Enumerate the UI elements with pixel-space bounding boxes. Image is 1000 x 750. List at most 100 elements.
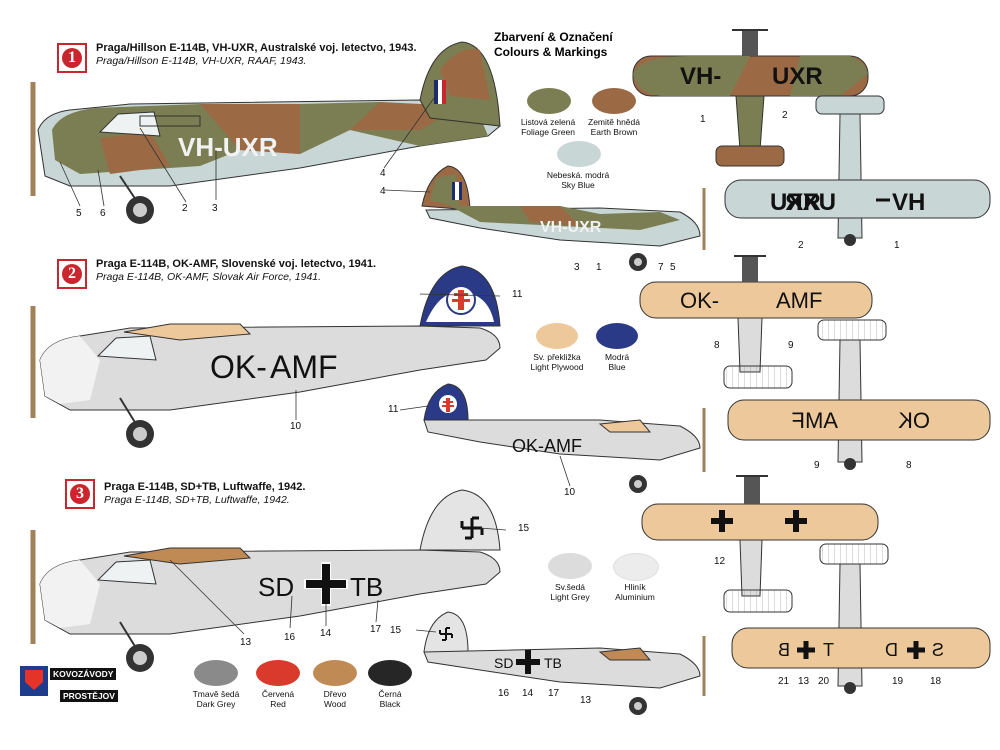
callout-13b: 13 (580, 695, 592, 706)
callout-8: 8 (714, 340, 720, 351)
scheme2-bottom-view: AMF OK (727, 319, 991, 470)
svg-text:UXR: UXR (772, 63, 823, 90)
scheme1-top-view: VH- UXR (632, 29, 869, 167)
scheme1-header: Praga/Hillson E-114B, VH-UXR, Australské… (96, 42, 417, 68)
callout-14: 14 (320, 628, 332, 639)
callout-15b: 15 (390, 625, 402, 636)
svg-text:UXR: UXR (785, 189, 836, 216)
callout-5: 5 (76, 208, 82, 219)
callout-leaders (59, 97, 571, 635)
logo-text-line1: KOVOZÁVODY (50, 668, 117, 680)
scheme3-subtitle: Praga E-114B, SD+TB, Luftwaffe, 1942. (104, 494, 290, 506)
callout-17: 17 (370, 624, 382, 635)
callout-19: 19 (892, 676, 904, 687)
legend-title: Zbarvení & Označení Colours & Markings (494, 30, 613, 60)
svg-text:OK-: OK- (210, 349, 267, 385)
svg-text:VH-UXR: VH-UXR (178, 132, 278, 162)
callout-10: 10 (290, 421, 302, 432)
scheme1-side-view-small: VH-UXR (421, 165, 706, 271)
callout-11: 11 (512, 289, 523, 300)
scheme1-subtitle: Praga/Hillson E-114B, VH-UXR, RAAF, 1943… (96, 55, 307, 67)
swatch-light-plywood (536, 323, 578, 349)
svg-text:TB: TB (350, 572, 383, 602)
callout-4: 4 (380, 168, 386, 179)
callout-7: 7 (658, 262, 664, 273)
scheme3-number-badge: 3 (65, 479, 95, 509)
scheme3-side-view-small: SD TB (423, 611, 706, 715)
svg-text:SD: SD (258, 572, 294, 602)
svg-text:VH-: VH- (680, 63, 721, 90)
callout-12: 12 (714, 556, 726, 567)
svg-text:T: T (823, 640, 834, 660)
callout-18: 18 (930, 676, 942, 687)
legend-title-en: Colours & Markings (494, 45, 608, 59)
svg-text:OK: OK (898, 408, 930, 433)
swatch-blue (596, 323, 638, 349)
swatch-earth-brown (592, 88, 636, 114)
swatch-aluminium (613, 553, 659, 581)
scheme2-subtitle: Praga E-114B, OK-AMF, Slovak Air Force, … (96, 271, 322, 283)
svg-text:OK-AMF: OK-AMF (512, 436, 582, 456)
callout-10b: 10 (564, 487, 576, 498)
callout-20: 20 (818, 676, 830, 687)
callout-21: 21 (778, 676, 790, 687)
svg-text:UXR: UXR (770, 189, 821, 216)
svg-text:SD: SD (494, 655, 513, 671)
callout-13: 13 (240, 637, 252, 648)
scheme1-number-badge: 1 (57, 43, 87, 73)
swatch-dark-grey (194, 660, 238, 686)
callout-16: 16 (284, 632, 296, 643)
swatch-sky-blue (557, 141, 601, 167)
callout-6: 6 (100, 208, 106, 219)
svg-text:VH: VH (892, 189, 925, 216)
scheme3-side-view: SD TB (30, 489, 501, 672)
scheme2-header: Praga E-114B, OK-AMF, Slovenské voj. let… (96, 258, 376, 284)
callout-8b: 8 (906, 460, 912, 471)
callout-14b: 14 (522, 688, 534, 699)
svg-text:AMF: AMF (270, 349, 338, 385)
callout-2: 2 (182, 203, 188, 214)
callout-9: 9 (788, 340, 794, 351)
swatch-red (256, 660, 300, 686)
svg-text:TB: TB (544, 655, 562, 671)
callout-1: 1 (700, 114, 706, 125)
svg-text:VH-UXR: VH-UXR (540, 219, 602, 236)
scheme1-title: Praga/Hillson E-114B, VH-UXR, Australské… (96, 42, 417, 54)
scheme3-title: Praga E-114B, SD+TB, Luftwaffe, 1942. (104, 481, 306, 493)
scheme2-number-badge: 2 (57, 259, 87, 289)
svg-text:AMF: AMF (792, 408, 838, 433)
callout-16b: 16 (498, 688, 510, 699)
callout-5b: 5 (670, 262, 676, 273)
logo-text-line2: PROSTĚJOV (60, 690, 118, 702)
swatch-wood (313, 660, 357, 686)
callout-9b: 9 (814, 460, 820, 471)
callout-15: 15 (518, 523, 530, 534)
scheme2-side-view: OK- AMF (30, 265, 501, 448)
scheme2-top-view: OK- AMF (639, 255, 873, 389)
swatch-foliage-green (527, 88, 571, 114)
callout-4b: 4 (380, 186, 386, 197)
logo-shield-icon (20, 666, 48, 696)
callout-11b: 11 (388, 404, 399, 415)
scheme2-title: Praga E-114B, OK-AMF, Slovenské voj. let… (96, 258, 377, 270)
svg-text:OK-: OK- (680, 288, 719, 313)
scheme3-header: Praga E-114B, SD+TB, Luftwaffe, 1942. Pr… (104, 481, 305, 507)
scheme3-top-view (641, 475, 879, 613)
svg-text:B: B (778, 640, 790, 660)
swatch-black (368, 660, 412, 686)
callout-17b: 17 (548, 688, 560, 699)
callout-2b: 2 (782, 110, 788, 121)
callout-3: 3 (212, 203, 218, 214)
svg-text:S: S (932, 640, 944, 660)
